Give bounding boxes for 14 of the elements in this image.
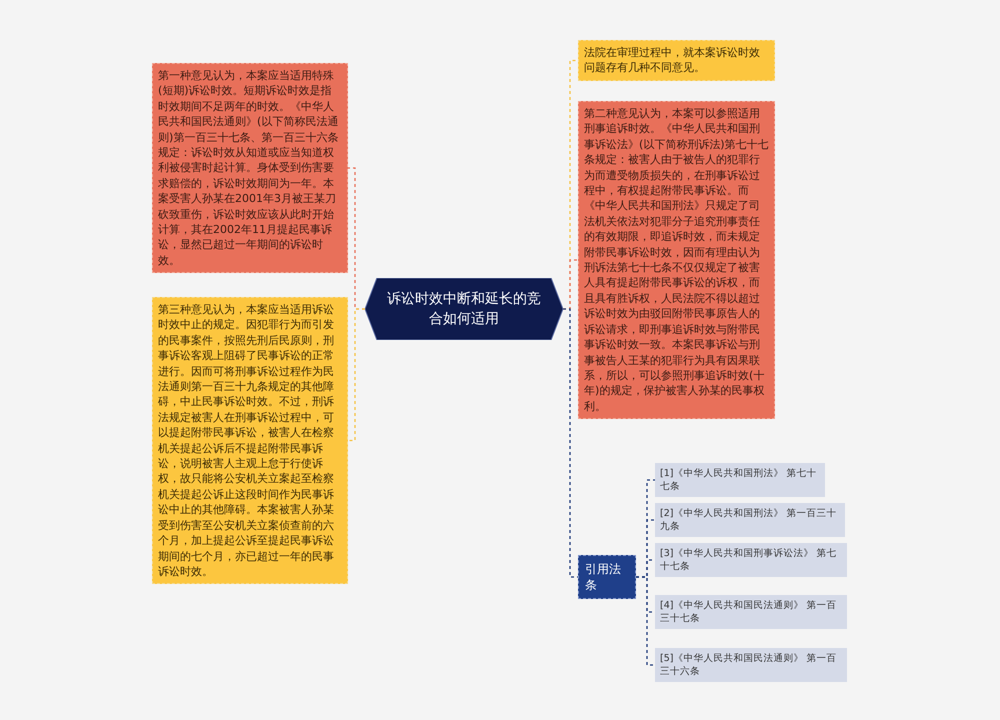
opinion-card: 第一种意见认为，本案应当适用特殊(短期)诉讼时效。短期诉讼时效是指时效期间不足两年的时效。《中华人民共和国民法通则》(以下简称民法通则)第一百三十七条、第一百三十六条规定：诉讼时效从知道或应当知道权利被侵害时起计算。身体受到伤害要求赔偿的，诉讼时效期间为一年。本案受害人孙某在2001年3月被王某刀砍致重伤，诉讼时效应该从此时开始计算，其在2002年11月提起民事诉讼，显然已超过一年期间的诉讼时效。	[152, 63, 348, 274]
opinion-card: 第三种意见认为，本案应当适用诉讼时效中止的规定。因犯罪行为而引发的民事案件，按照先刑后民原则，刑事诉讼客观上阻碍了民事诉讼的正常进行。因而可将刑事诉讼过程作为民法通则第一百三十九条规定的其他障碍，中止民事诉讼时效。不过，刑诉法规定被害人在刑事诉讼过程中，可以提起附带民事诉讼，被害人在检察机关提起公诉后不提起附带民事诉讼，说明被害人主观上怠于行使诉权，故只能将公安机关立案起至检察机关提起公诉止这段时间作为民事诉讼中止的其他障碍。本案被害人孙某受到伤害至公安机关立案侦查前的六个月，加上提起公诉至提起民事诉讼期间的七个月，亦已超过一年的民事诉讼时效。	[152, 297, 348, 584]
connector-line	[636, 576, 655, 666]
citation-box: [3]《中华人民共和国刑事诉讼法》 第七十七条	[655, 543, 847, 577]
citation-box: [5]《中华人民共和国民法通则》 第一百三十六条	[655, 648, 847, 682]
topic-hexagon: 诉讼时效中断和延长的竞合如何适用	[365, 278, 563, 340]
opinion-card: 法院在审理过程中，就本案诉讼时效问题存有几种不同意见。	[578, 40, 775, 81]
citation-box: [2]《中华人民共和国刑法》 第一百三十九条	[655, 503, 845, 537]
connector-line	[348, 308, 365, 442]
opinion-card: 第二种意见认为，本案可以参照适用刑事追诉时效。《中华人民共和国刑事诉讼法》(以下简称刑诉法)第七十七条规定：被害人由于被告人的犯罪行为而遭受物质损失的，在刑事诉讼过程中，有权提起附带民事诉讼。而《中华人民共和国刑法》只规定了司法机关依法对犯罪分子追究刑事责任的有效期限，即追诉时效，而未规定附带民事诉讼时效，因而有理由认为刑诉法第七十七条不仅仅规定了被害人具有提起附带民事诉讼的诉权，而且具有胜诉权，人民法院不得以超过诉讼时效为由驳回附带民事原告人的诉讼请求，即刑事追诉时效与附带民事诉讼时效一致。本案民事诉讼与刑事被告人王某的犯罪行为具有因果联系，所以，可以参照刑事追诉时效(十年)的规定，保护被害人孙某的民事权利。	[578, 101, 775, 420]
citation-box: [4]《中华人民共和国民法通则》 第一百三十七条	[655, 595, 847, 629]
citation-box: [1]《中华人民共和国刑法》 第七十七条	[655, 463, 825, 497]
connector-line	[563, 308, 578, 578]
category-box: 引用法条	[578, 555, 636, 599]
